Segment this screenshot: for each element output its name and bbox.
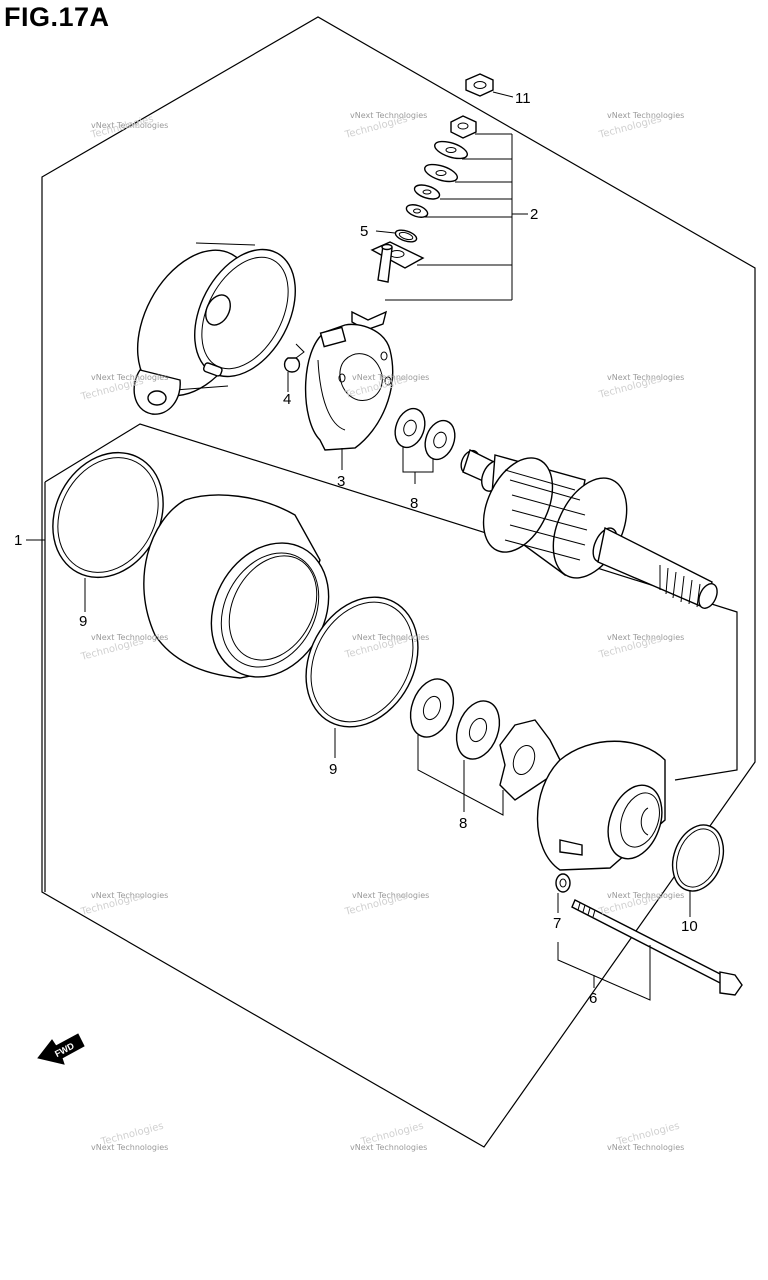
watermark: vNext Technologies	[352, 373, 429, 382]
figure-title: FIG.17A	[4, 2, 110, 32]
callout-2: 2	[530, 206, 538, 223]
callout-8-upper: 8	[410, 495, 418, 512]
callout-9-upper: 9	[79, 613, 87, 630]
item2-leader	[385, 133, 528, 301]
nut-11	[465, 73, 514, 98]
callout-6: 6	[589, 990, 597, 1007]
watermark: vNext Technologies	[350, 111, 427, 120]
watermark: vNext Technologies	[607, 633, 684, 642]
washer-7	[555, 873, 571, 913]
assembly-frame	[41, 16, 756, 1148]
callout-10: 10	[681, 918, 698, 935]
through-bolt-6	[557, 899, 743, 1001]
armature	[460, 449, 718, 609]
washers-8-upper	[394, 407, 456, 484]
brush-spring-4	[283, 343, 305, 392]
yoke-housing	[143, 494, 330, 679]
callout-8-lower: 8	[459, 815, 467, 832]
callout-5: 5	[360, 223, 368, 240]
watermark: vNext Technologies	[91, 633, 168, 642]
watermark: vNext Technologies	[91, 121, 168, 130]
watermark: vNext Technologies	[607, 111, 684, 120]
callout-3: 3	[337, 473, 345, 490]
watermark: vNext Technologies	[91, 1143, 168, 1152]
o-ring-10	[671, 824, 725, 917]
front-housing	[536, 740, 666, 871]
callout-11: 11	[515, 90, 531, 107]
callout-1: 1	[14, 532, 22, 549]
callout-7: 7	[553, 915, 561, 932]
brush-plate-3	[304, 323, 394, 470]
callout-9-lower: 9	[329, 761, 337, 778]
fwd-arrow-icon: FWD	[37, 1033, 85, 1065]
watermark: vNext Technologies	[91, 891, 168, 900]
watermark: vNext Technologies	[350, 1143, 427, 1152]
o-ring-9-lower	[305, 596, 419, 758]
callout-4: 4	[283, 391, 291, 408]
watermark: vNext Technologies	[607, 373, 684, 382]
rear-housing	[133, 242, 296, 415]
lock-plate	[499, 719, 561, 801]
item1-frame	[44, 423, 738, 781]
watermark: vNext Technologies	[607, 891, 684, 900]
terminal-kit-2	[351, 115, 477, 331]
watermark: vNext Technologies	[607, 1143, 684, 1152]
watermark: vNext Technologies	[91, 373, 168, 382]
o-ring-5	[375, 229, 418, 243]
watermark: vNext Technologies	[352, 633, 429, 642]
watermark: vNext Technologies	[352, 891, 429, 900]
washers-8-lower	[409, 678, 504, 816]
